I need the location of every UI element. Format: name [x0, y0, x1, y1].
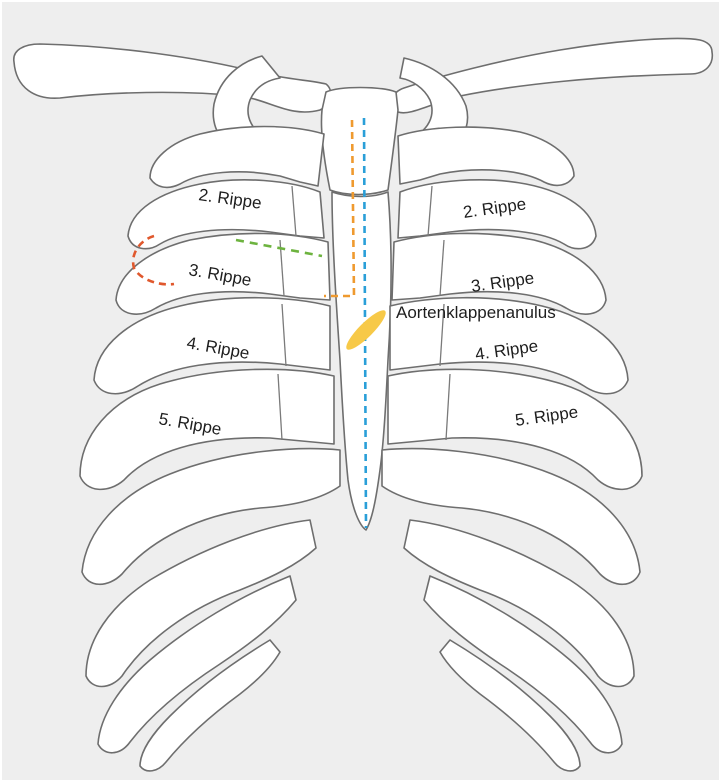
manubrium — [321, 88, 398, 195]
aortic-annulus-label: Aortenklappenanulus — [396, 303, 556, 322]
